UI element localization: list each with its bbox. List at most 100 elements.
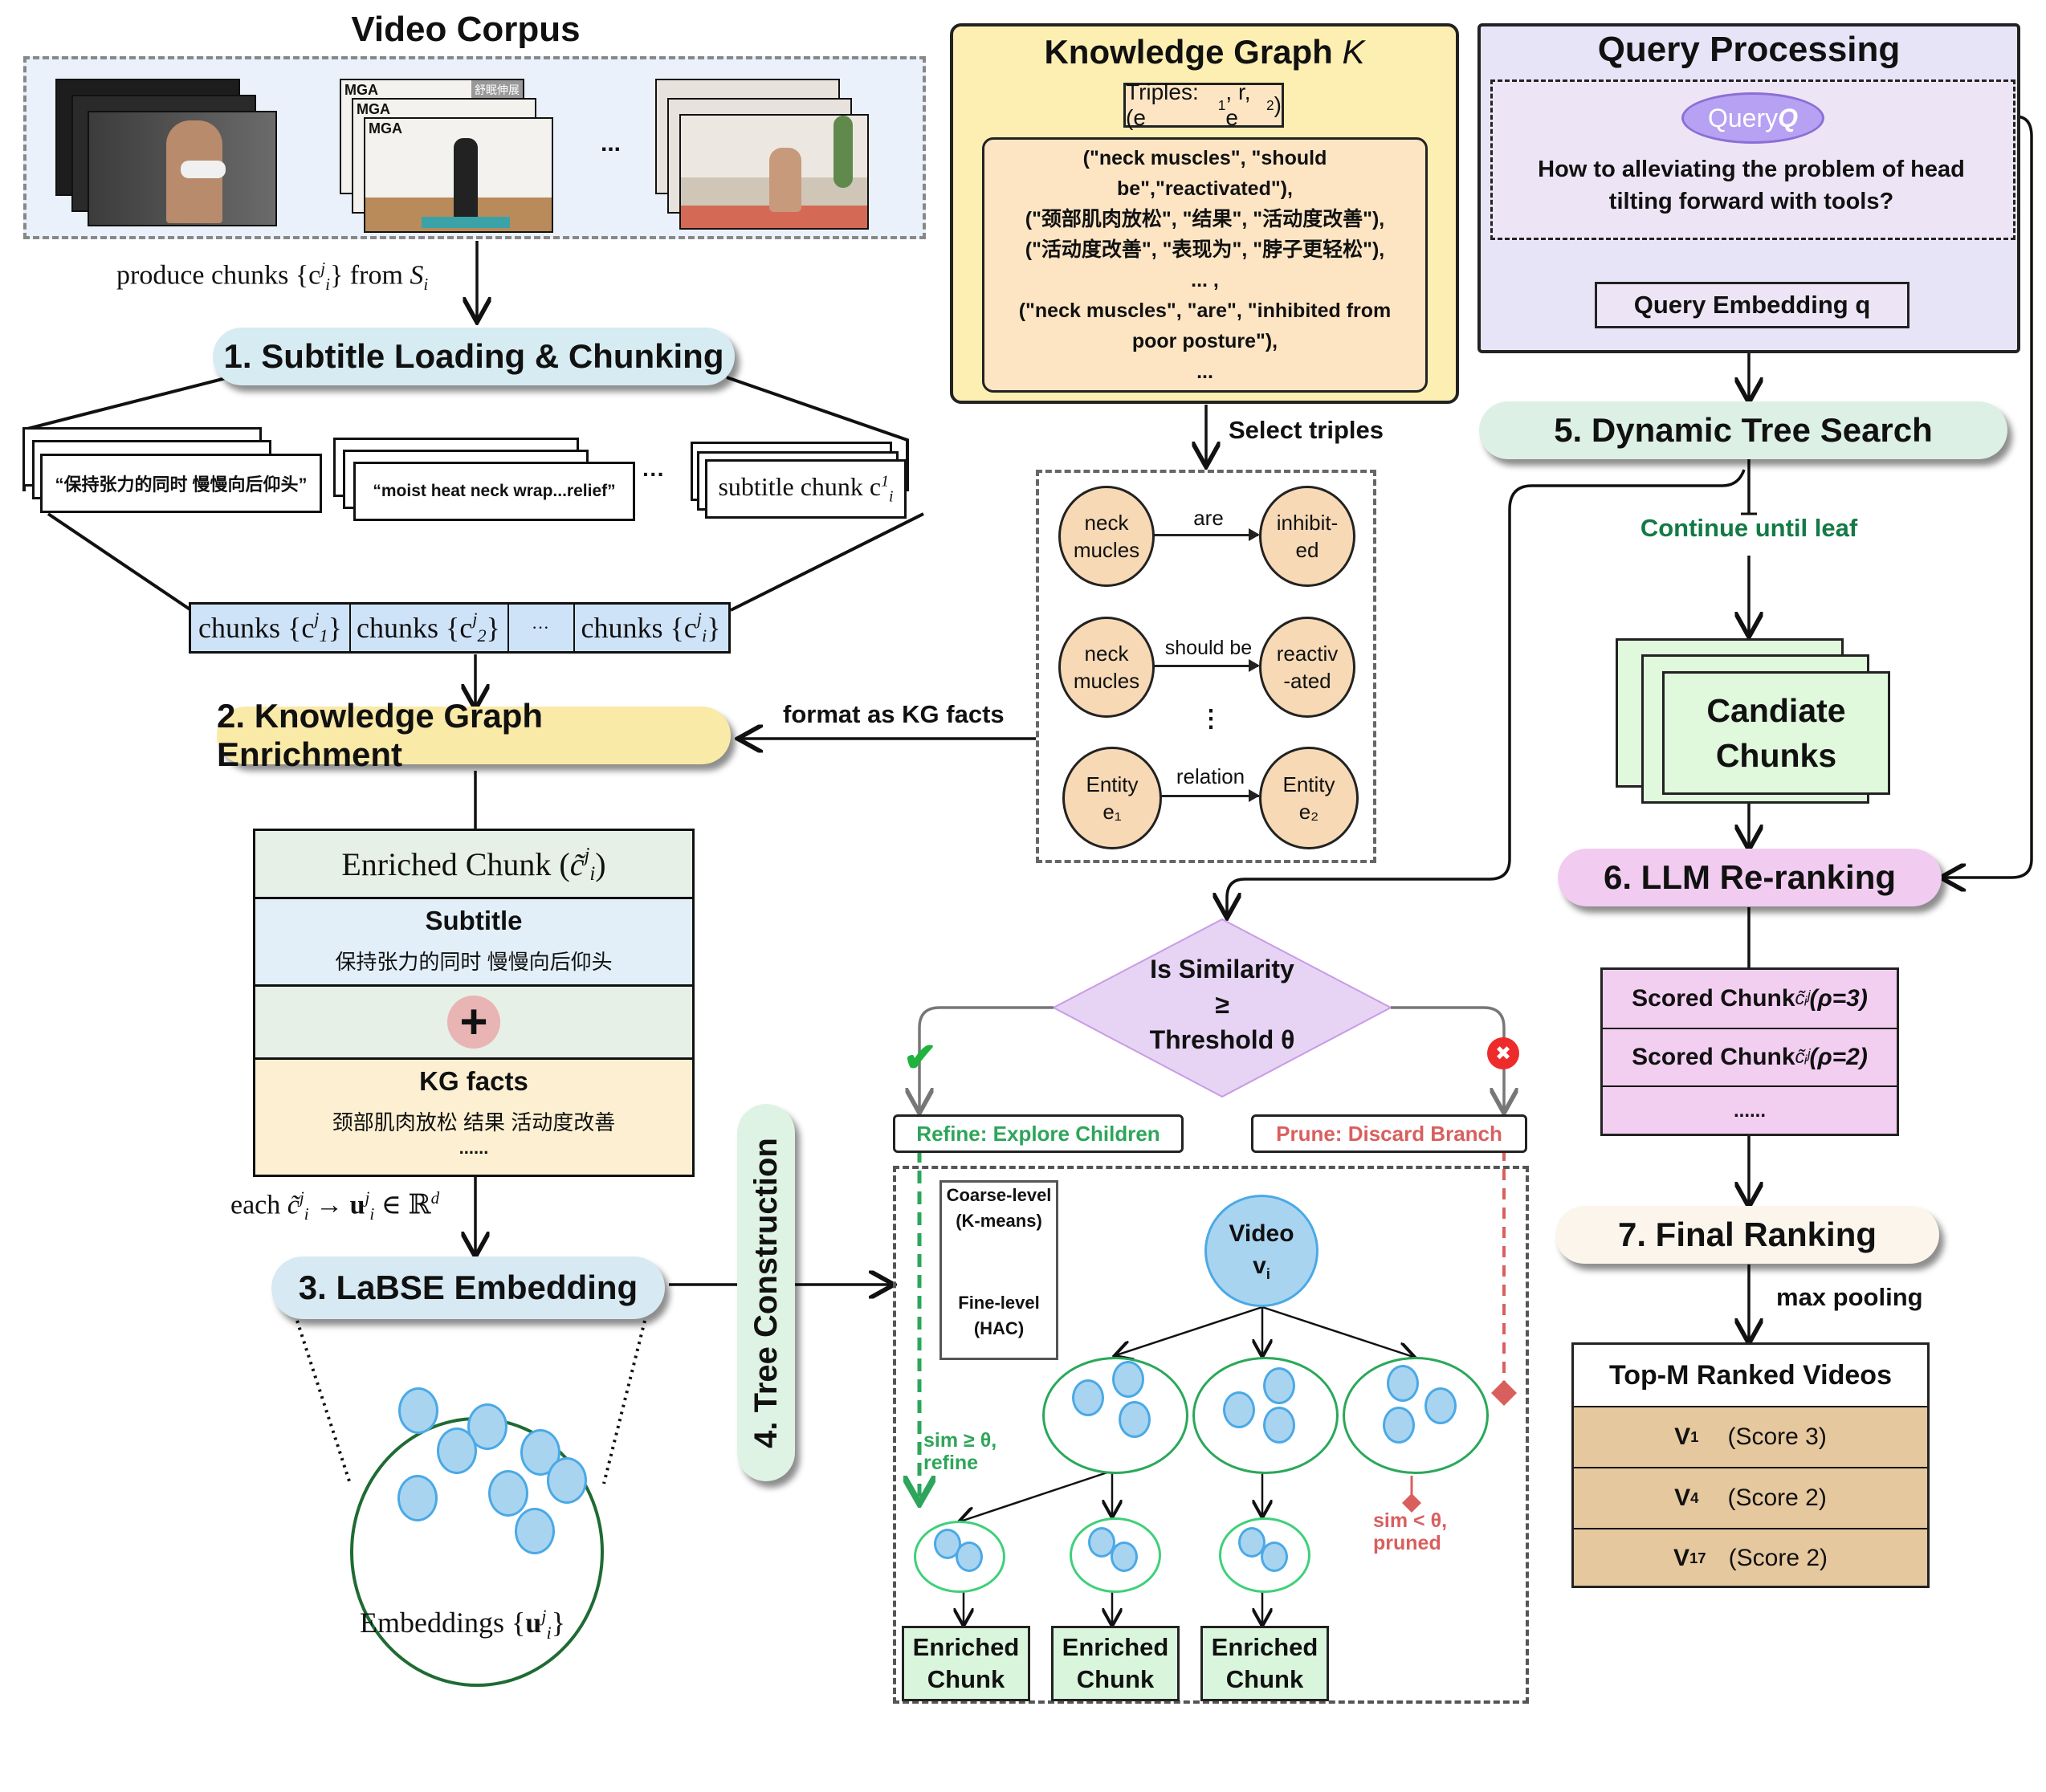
embedding-point [515, 1508, 555, 1554]
prune-label-box[interactable]: Prune: Discard Branch [1251, 1114, 1527, 1153]
branch-yes [919, 1006, 1054, 1110]
dotted-line-left [295, 1320, 352, 1485]
embedding-point [437, 1427, 477, 1474]
fan-line-bottom-left [47, 512, 193, 612]
mga-logo: MGA [344, 82, 378, 98]
step1-pill[interactable]: 1. Subtitle Loading & Chunking [213, 328, 735, 385]
graph-relation-label: relation [1176, 764, 1245, 788]
graph-node-head[interactable]: neck mucles [1058, 486, 1155, 587]
step4-label: 4. Tree Construction [748, 1137, 784, 1448]
subtitle-card: subtitle chunk c1i [705, 459, 907, 519]
video-thumbnail[interactable]: MGA [364, 117, 553, 233]
produce-chunks-label: produce chunks {cji} from Si [116, 259, 429, 295]
towel-shape [181, 161, 226, 178]
graph-edge [1154, 665, 1258, 667]
kg-facts-text: 颈部肌肉放松 结果 活动度改善 [332, 1110, 616, 1134]
cluster-point [1424, 1387, 1457, 1424]
scored-chunk-row[interactable]: Scored Chunk c̃ᵢʲ (ρ=2) [1603, 1028, 1897, 1085]
subtitle-card: “保持张力的同时 慢慢向后仰头” [40, 454, 322, 513]
refine-label-box[interactable]: Refine: Explore Children [893, 1114, 1184, 1153]
scored-chunk-row[interactable]: Scored Chunk c̃ᵢʲ (ρ=3) [1632, 985, 1868, 1012]
step6-label: 6. LLM Re-ranking [1603, 858, 1897, 896]
triple-line: ("活动度改善", "表现为", "脖子更轻松"), [1025, 238, 1385, 261]
enriched-chunk-title: Enriched Chunk (c̃ji) [341, 844, 606, 885]
mat-shape [422, 217, 510, 228]
overlay-title: 舒眠伸展 [471, 80, 523, 100]
graph-node-tail[interactable]: reactiv -ated [1259, 617, 1355, 718]
step3-pill[interactable]: 3. LaBSE Embedding [271, 1256, 665, 1319]
kg-facts-section: KG facts 颈部肌肉放松 结果 活动度改善 ...... [255, 1057, 692, 1175]
step7-pill[interactable]: 7. Final Ranking [1555, 1206, 1939, 1264]
embeddings-label: Embeddings {uji} [360, 1606, 565, 1643]
triple-graph-panel [1036, 470, 1376, 863]
cluster-point [1263, 1407, 1295, 1444]
step2-label: 2. Knowledge Graph Enrichment [217, 697, 544, 773]
kg-facts-heading: KG facts [419, 1066, 528, 1096]
step4-pill[interactable]: 4. Tree Construction [737, 1104, 795, 1481]
graph-relation-label: should be [1164, 637, 1253, 659]
enriched-chunk-card: Enriched Chunk (c̃ji) Subtitle 保持张力的同时 慢… [253, 829, 695, 1177]
step5-label: 5. Dynamic Tree Search [1554, 411, 1933, 449]
subtitle-text: 保持张力的同时 慢慢向后仰头 [335, 950, 613, 974]
video-thumbnail[interactable] [88, 111, 277, 226]
graph-edge [1154, 534, 1258, 536]
fan-line-bottom-right [730, 512, 924, 612]
cluster-point [1119, 1401, 1151, 1438]
plus-section: + [255, 987, 692, 1057]
mga-logo: MGA [369, 120, 402, 136]
ranked-table-title: Top-M Ranked Videos [1574, 1345, 1927, 1406]
mga-logo: MGA [357, 101, 390, 117]
triple-line: ("颈部肌肉放松", "结果", "活动度改善"), [1025, 208, 1385, 230]
tree-root-video[interactable]: Video vi [1204, 1195, 1318, 1307]
step2-pill[interactable]: 2. Knowledge Graph Enrichment [217, 697, 731, 773]
max-pooling-label: max pooling [1776, 1283, 1923, 1311]
graph-relation-label: are [1193, 506, 1224, 530]
cluster-point [1112, 1361, 1144, 1398]
step6-pill[interactable]: 6. LLM Re-ranking [1558, 849, 1942, 906]
step5-pill[interactable]: 5. Dynamic Tree Search [1479, 401, 2007, 459]
cluster-point [1238, 1527, 1266, 1558]
graph-node-head[interactable]: Entity e₁ [1062, 747, 1162, 849]
video-corpus-title: Video Corpus [351, 10, 581, 49]
embedding-map-label: each c̃ji → uji ∈ ℝd [230, 1188, 440, 1224]
decision-text: Is Similarity ≥ Threshold θ [1149, 955, 1295, 1054]
video-thumbnail[interactable] [679, 114, 869, 230]
query-embedding-box[interactable]: Query Embedding q [1595, 282, 1909, 328]
cross-icon: ✖ [1487, 1037, 1519, 1069]
graph-edge-arrowhead [1249, 528, 1260, 541]
query-pill[interactable]: Query Q [1681, 92, 1824, 144]
prune-side-label: sim < θ, pruned [1373, 1509, 1448, 1554]
graph-node-head[interactable]: neck mucles [1058, 617, 1155, 718]
triple-line: ("neck muscles", "should [1082, 147, 1327, 169]
triple-line: ... , [1191, 269, 1219, 291]
graph-node-tail[interactable]: Entity e₂ [1259, 747, 1359, 849]
scored-chunk-row-more: ...... [1603, 1085, 1897, 1135]
query-text: How to alleviating the problem of head t… [1538, 157, 1965, 214]
embedding-point [547, 1457, 587, 1504]
subtitle-section: Subtitle 保持张力的同时 慢慢向后仰头 [255, 897, 692, 987]
tree-leaf-cluster[interactable] [1070, 1517, 1161, 1593]
triple-line: ("neck muscles", "are", "inhibited from [1018, 299, 1392, 322]
continue-until-leaf-label: Continue until leaf [1640, 514, 1858, 542]
graph-node-tail[interactable]: inhibit- ed [1259, 486, 1355, 587]
person-silhouette [454, 138, 478, 218]
graph-vertical-ellipsis: ⋮ [1199, 706, 1223, 732]
embedding-point [520, 1429, 560, 1476]
subtitle-ellipsis: ··· [642, 462, 665, 487]
cluster-point [1263, 1367, 1295, 1404]
dotted-line-right [602, 1320, 646, 1485]
